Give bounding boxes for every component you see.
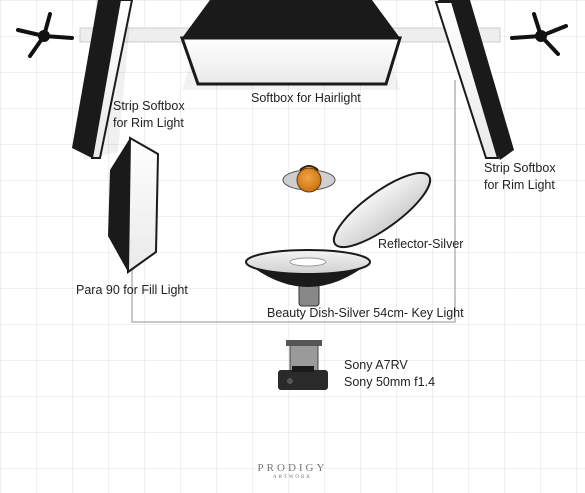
hairlight-softbox: [179, 0, 403, 90]
label-camera: Sony A7RV Sony 50mm f1.4: [344, 358, 436, 389]
label-key: Beauty Dish-Silver 54cm- Key Light: [267, 306, 464, 320]
logo-tagline: ARTWORK: [273, 475, 312, 480]
strip-softbox-right: [434, 0, 514, 160]
label-reflector: Reflector-Silver: [378, 237, 464, 251]
label-rim-left: Strip Softbox for Rim Light: [113, 99, 185, 130]
label-hairlight: Softbox for Hairlight: [251, 91, 361, 105]
label-rim-right: Strip Softbox for Rim Light: [484, 161, 556, 192]
para-fill-light: [108, 136, 160, 274]
strip-softbox-left: [72, 0, 134, 160]
camera-icon: [278, 340, 328, 390]
light-stand-right-icon: [510, 12, 568, 56]
light-stand-left-icon: [16, 12, 74, 58]
model-head-icon: [282, 165, 336, 193]
prodigy-logo: PRODIGY ARTWORK: [0, 462, 585, 481]
beauty-dish-key-light: [245, 249, 371, 307]
label-fill: Para 90 for Fill Light: [76, 283, 188, 297]
reflector-silver: [332, 171, 432, 249]
logo-name: PRODIGY: [257, 462, 328, 474]
